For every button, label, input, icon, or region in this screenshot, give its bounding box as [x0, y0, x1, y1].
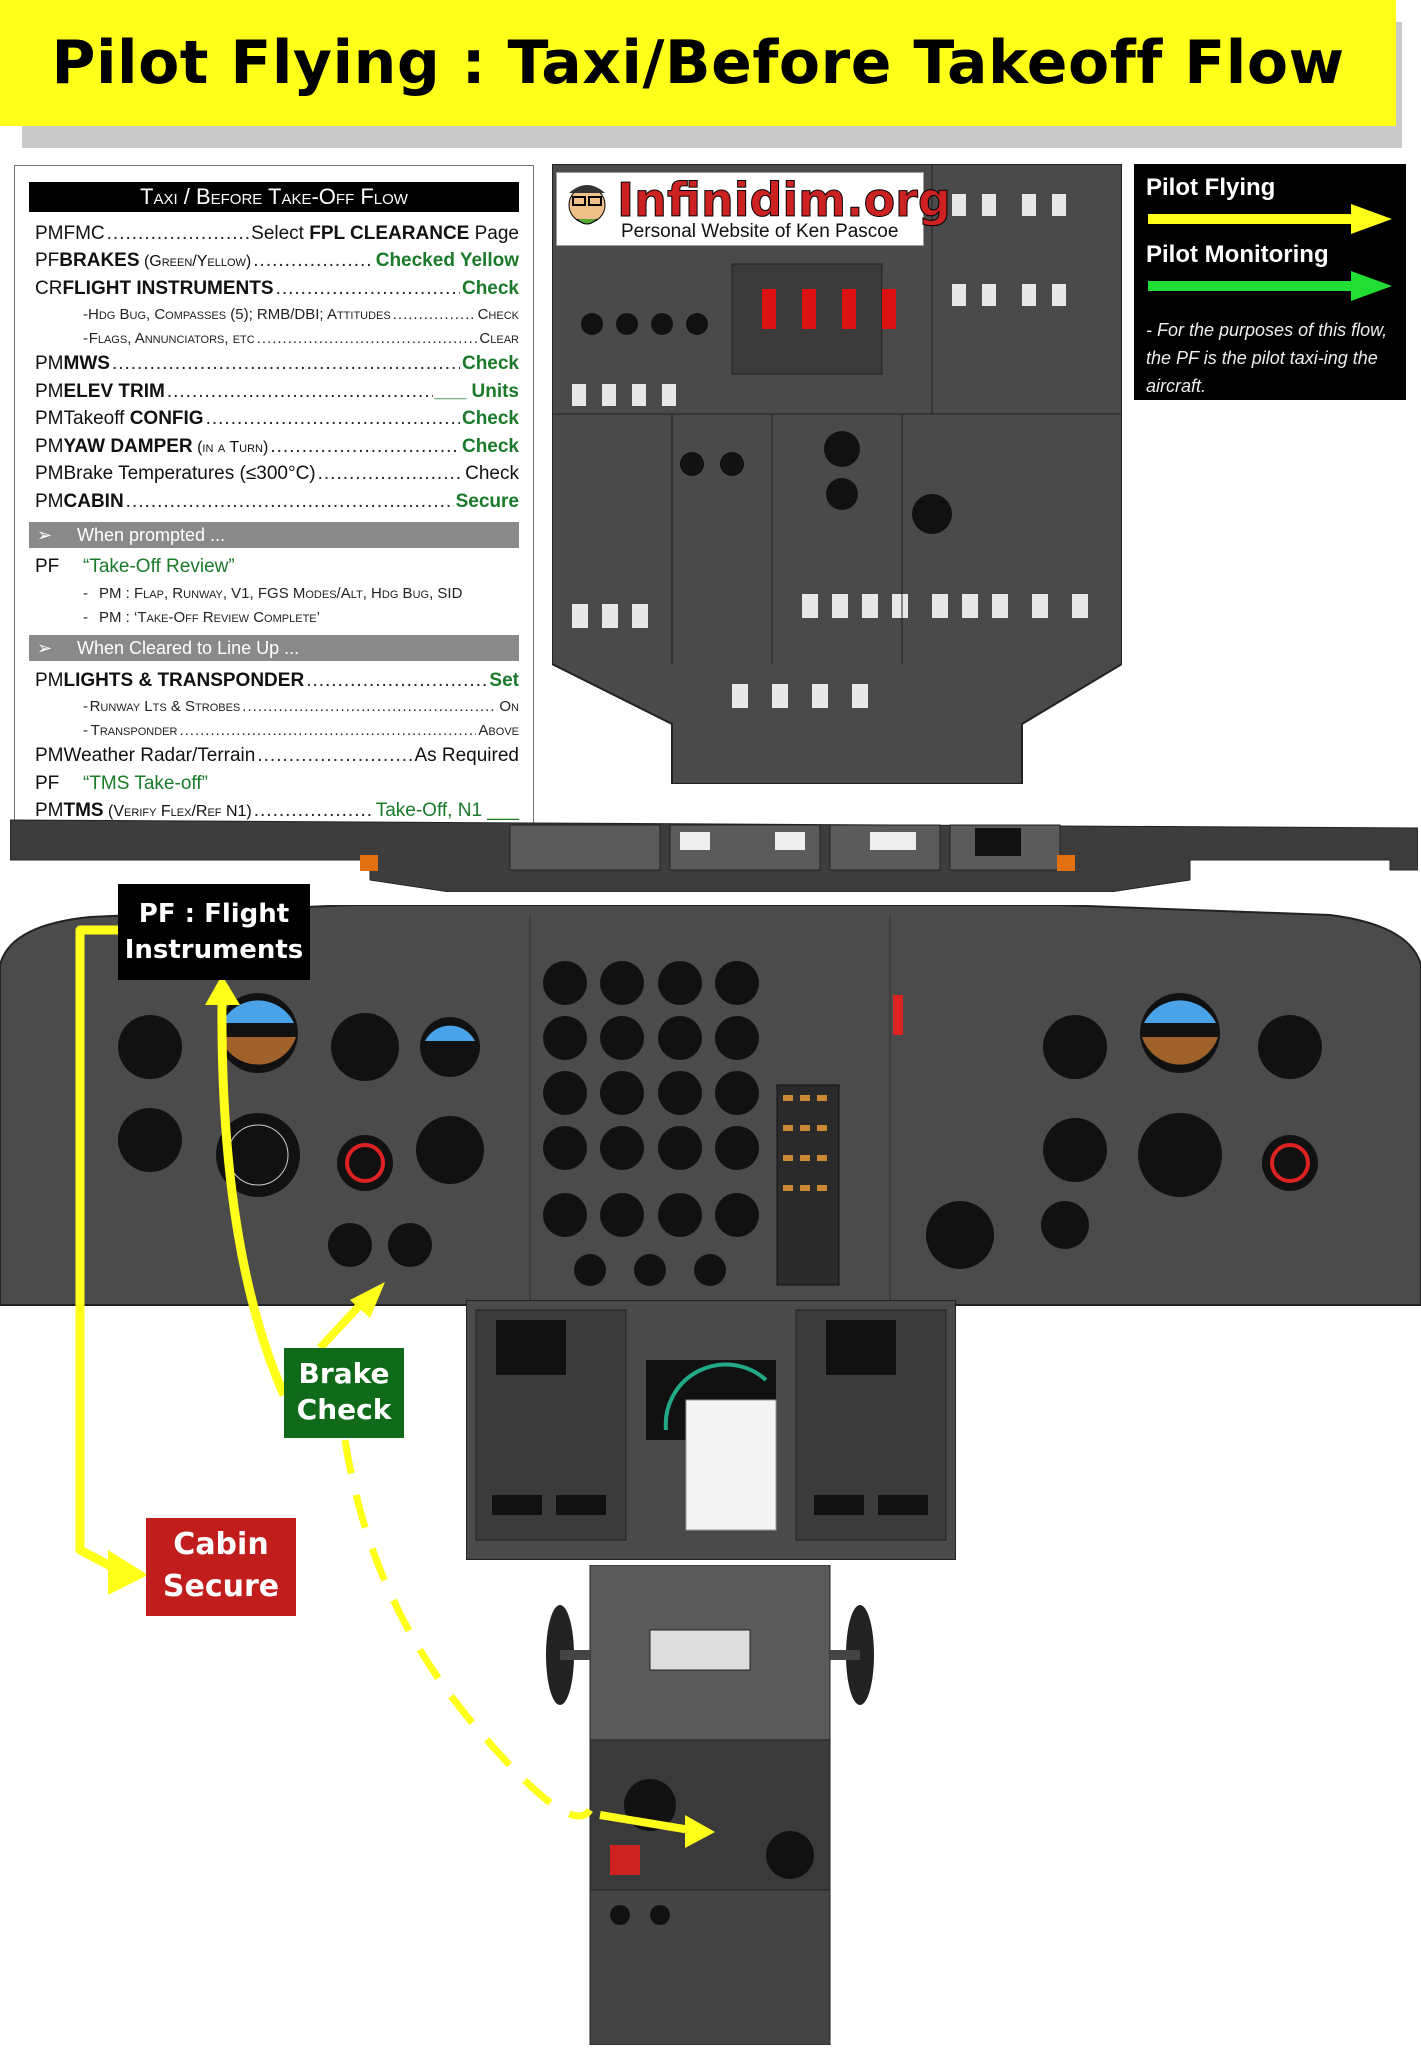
checklist-subrow: -Flags, Annunciators, etcClear	[29, 327, 519, 351]
right-pfd	[926, 993, 1322, 1269]
glareshield-panel	[10, 819, 1418, 892]
page-title: Pilot Flying : Taxi/Before Takeoff Flow	[51, 28, 1345, 98]
item: BRAKES (Green/Yellow)	[59, 250, 252, 272]
checklist-row-brake-temps: PM Brake Temperatures (≤300°C) Check	[29, 461, 519, 489]
checklist-subrow: -TransponderAbove	[29, 719, 519, 743]
caricature-icon	[568, 185, 606, 225]
checklist-row-fmc: PM FMC Select FPL CLEARANCE Page	[29, 220, 519, 248]
checklist-row-flight-instruments: CR FLIGHT INSTRUMENTS Check	[29, 275, 519, 303]
checklist-subrow: -Hdg Bug, Compasses (5); RMB/DBI; Attitu…	[29, 303, 519, 327]
legend-note: - For the purposes of this flow, the PF …	[1146, 320, 1388, 396]
title-banner: Pilot Flying : Taxi/Before Takeoff Flow	[0, 0, 1396, 126]
checklist-row-tms-call: PF “TMS Take-off”	[35, 772, 208, 794]
legend-pm-label: Pilot Monitoring	[1146, 241, 1329, 268]
checklist-row-takeoff-config: PM Takeoff CONFIG Check	[29, 406, 519, 434]
role: CR	[35, 277, 63, 299]
checklist-row-brakes: PF BRAKES (Green/Yellow) Checked Yellow	[29, 248, 519, 276]
arrow-to-instruments	[205, 975, 240, 1005]
checklist-row-takeoff-review: PF “Take-Off Review”	[35, 556, 235, 578]
engine-gauges	[543, 961, 759, 1286]
checklist-row-radar: PM Weather Radar/Terrain As Required	[29, 743, 519, 771]
checklist-row-lights: PM LIGHTS & TRANSPONDER Set	[29, 667, 519, 695]
item: FLIGHT INSTRUMENTS	[62, 277, 274, 299]
logo-subtitle: Personal Website of Ken Pascoe	[621, 221, 899, 242]
checklist-subrow: -Runway Lts & StrobesOn	[29, 695, 519, 719]
main-instrument-panel	[0, 905, 1421, 1306]
value: Select FPL CLEARANCE Page	[251, 222, 519, 244]
role: PF	[35, 250, 60, 272]
checklist-subrow: -PM : Flap, Runway, V1, FGS Modes/Alt, H…	[83, 584, 463, 602]
legend-box: Pilot Flying Pilot Monitoring - For the …	[1134, 164, 1406, 400]
arrow-to-cabin	[108, 1550, 148, 1595]
value: Checked Yellow	[375, 250, 519, 272]
checklist-row-cabin: PM CABIN Secure	[29, 488, 519, 516]
checklist-row-mws: PM MWS Check	[29, 351, 519, 379]
role: PM	[35, 222, 64, 244]
checklist-row-elev-trim: PM ELEV TRIM ___ Units	[29, 378, 519, 406]
section-when-cleared: ➢When Cleared to Line Up ...	[29, 635, 519, 661]
checklist-row-tms: PM TMS (Verify Flex/Ref N1) Take-Off, N1…	[29, 798, 519, 826]
logo-name: Infinidim.org	[617, 173, 952, 228]
legend-pf-label: Pilot Flying	[1146, 174, 1276, 201]
site-logo: Infinidim.org Personal Website of Ken Pa…	[556, 172, 951, 246]
section-when-prompted: ➢When prompted ...	[29, 521, 519, 548]
checklist-panel: Taxi / Before Take-Off Flow PM FMC Selec…	[14, 165, 534, 832]
item: FMC	[63, 222, 105, 244]
checklist-subrow: -PM : ‘Take-Off Review Complete’	[83, 608, 320, 626]
legend-pf-arrow	[1148, 204, 1392, 234]
left-pfd	[118, 993, 484, 1267]
checklist-row-yaw-damper: PM YAW DAMPER (in a Turn) Check	[29, 433, 519, 461]
overhead-panel	[552, 164, 1122, 784]
legend-pm-arrow	[1148, 271, 1392, 301]
checklist-title: Taxi / Before Take-Off Flow	[29, 182, 519, 212]
arrow-to-parking-brake	[685, 1815, 715, 1848]
value: Check	[461, 277, 519, 299]
arrow-to-brake-gauges	[350, 1282, 385, 1318]
center-console	[466, 1300, 956, 1560]
